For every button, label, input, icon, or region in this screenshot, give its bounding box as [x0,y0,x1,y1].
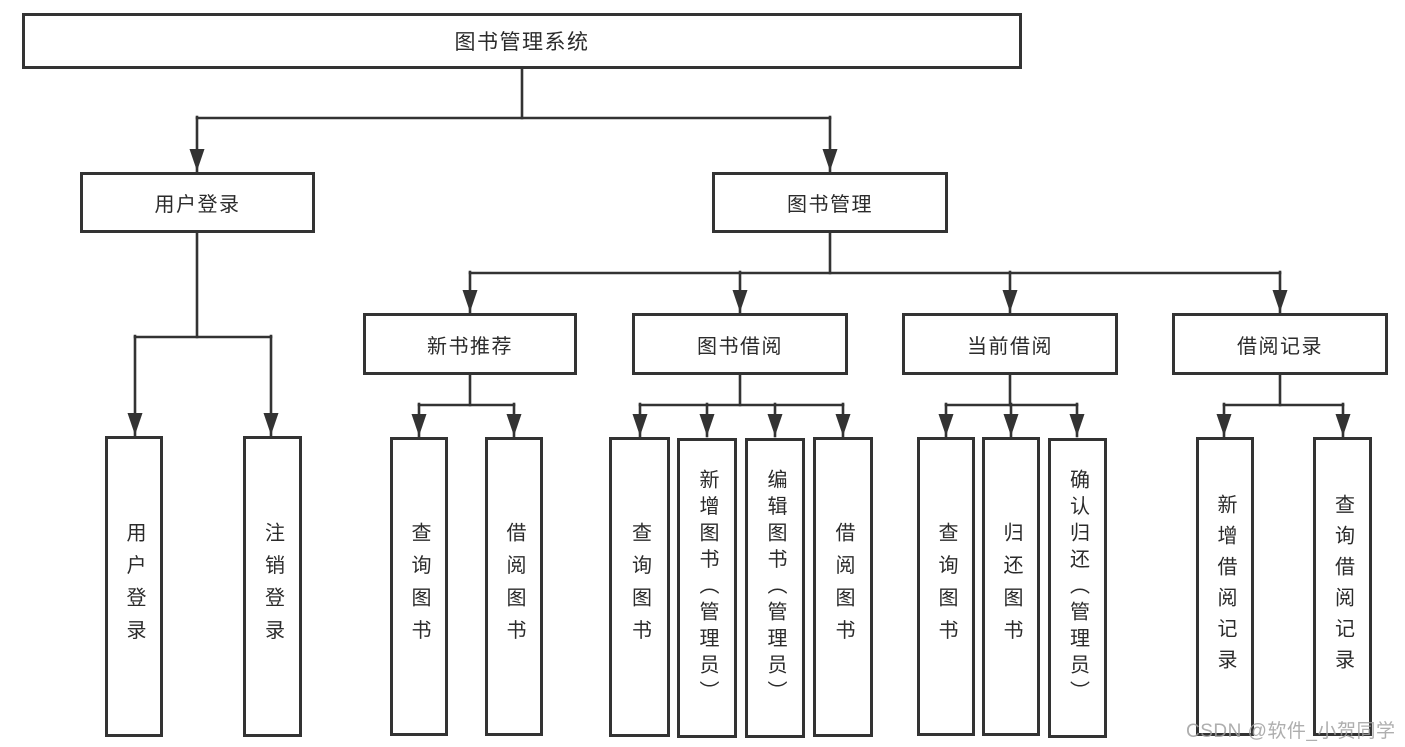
node-root: 图书管理系统 [22,13,1022,69]
node-leaf-br-query-label: 查询借阅记录 [1331,493,1354,680]
node-leaf-user-login-label: 用户登录 [123,521,145,652]
node-book-manage-label: 图书管理 [787,194,873,216]
node-leaf-bb-borrow: 借阅图书 [813,437,873,737]
node-current-borrow: 当前借阅 [902,313,1118,375]
node-user-login-label: 用户登录 [154,194,241,216]
node-leaf-bb-add: 新增图书（管理员） [677,438,737,738]
node-leaf-bb-edit-label: 编辑图书（管理员） [764,469,786,707]
watermark: CSDN @软件_小贺同学 [1186,721,1396,742]
node-leaf-bb-edit: 编辑图书（管理员） [745,438,805,738]
node-leaf-cb-return-label: 归还图书 [1000,521,1022,652]
node-leaf-cb-query: 查询图书 [917,437,975,736]
node-leaf-cb-confirm: 确认归还（管理员） [1048,438,1107,738]
node-leaf-nb-query: 查询图书 [390,437,448,736]
node-book-borrow: 图书借阅 [632,313,848,375]
node-leaf-bb-add-label: 新增图书（管理员） [696,469,718,707]
node-borrow-record: 借阅记录 [1172,313,1388,375]
node-leaf-nb-query-label: 查询图书 [408,521,430,652]
node-leaf-cb-confirm-label: 确认归还（管理员） [1066,469,1089,707]
node-leaf-br-add: 新增借阅记录 [1196,437,1254,736]
node-leaf-nb-borrow-label: 借阅图书 [503,521,525,652]
node-leaf-br-query: 查询借阅记录 [1313,437,1372,736]
node-book-borrow-label: 图书借阅 [697,335,783,358]
node-leaf-logout: 注销登录 [243,436,302,737]
node-current-borrow-label: 当前借阅 [967,335,1053,358]
node-book-manage: 图书管理 [712,172,948,233]
node-borrow-record-label: 借阅记录 [1237,335,1323,358]
node-leaf-cb-query-label: 查询图书 [935,521,957,652]
node-user-login: 用户登录 [80,172,315,233]
node-root-label: 图书管理系统 [454,31,590,54]
node-leaf-logout-label: 注销登录 [261,521,284,652]
node-new-book: 新书推荐 [363,313,577,375]
node-leaf-nb-borrow: 借阅图书 [485,437,543,736]
node-leaf-bb-query-label: 查询图书 [628,522,651,652]
node-leaf-cb-return: 归还图书 [982,437,1040,736]
node-leaf-bb-borrow-label: 借阅图书 [832,522,854,652]
node-leaf-bb-query: 查询图书 [609,437,670,737]
node-leaf-br-add-label: 新增借阅记录 [1214,493,1236,680]
node-new-book-label: 新书推荐 [427,335,513,358]
node-leaf-user-login: 用户登录 [105,436,163,737]
